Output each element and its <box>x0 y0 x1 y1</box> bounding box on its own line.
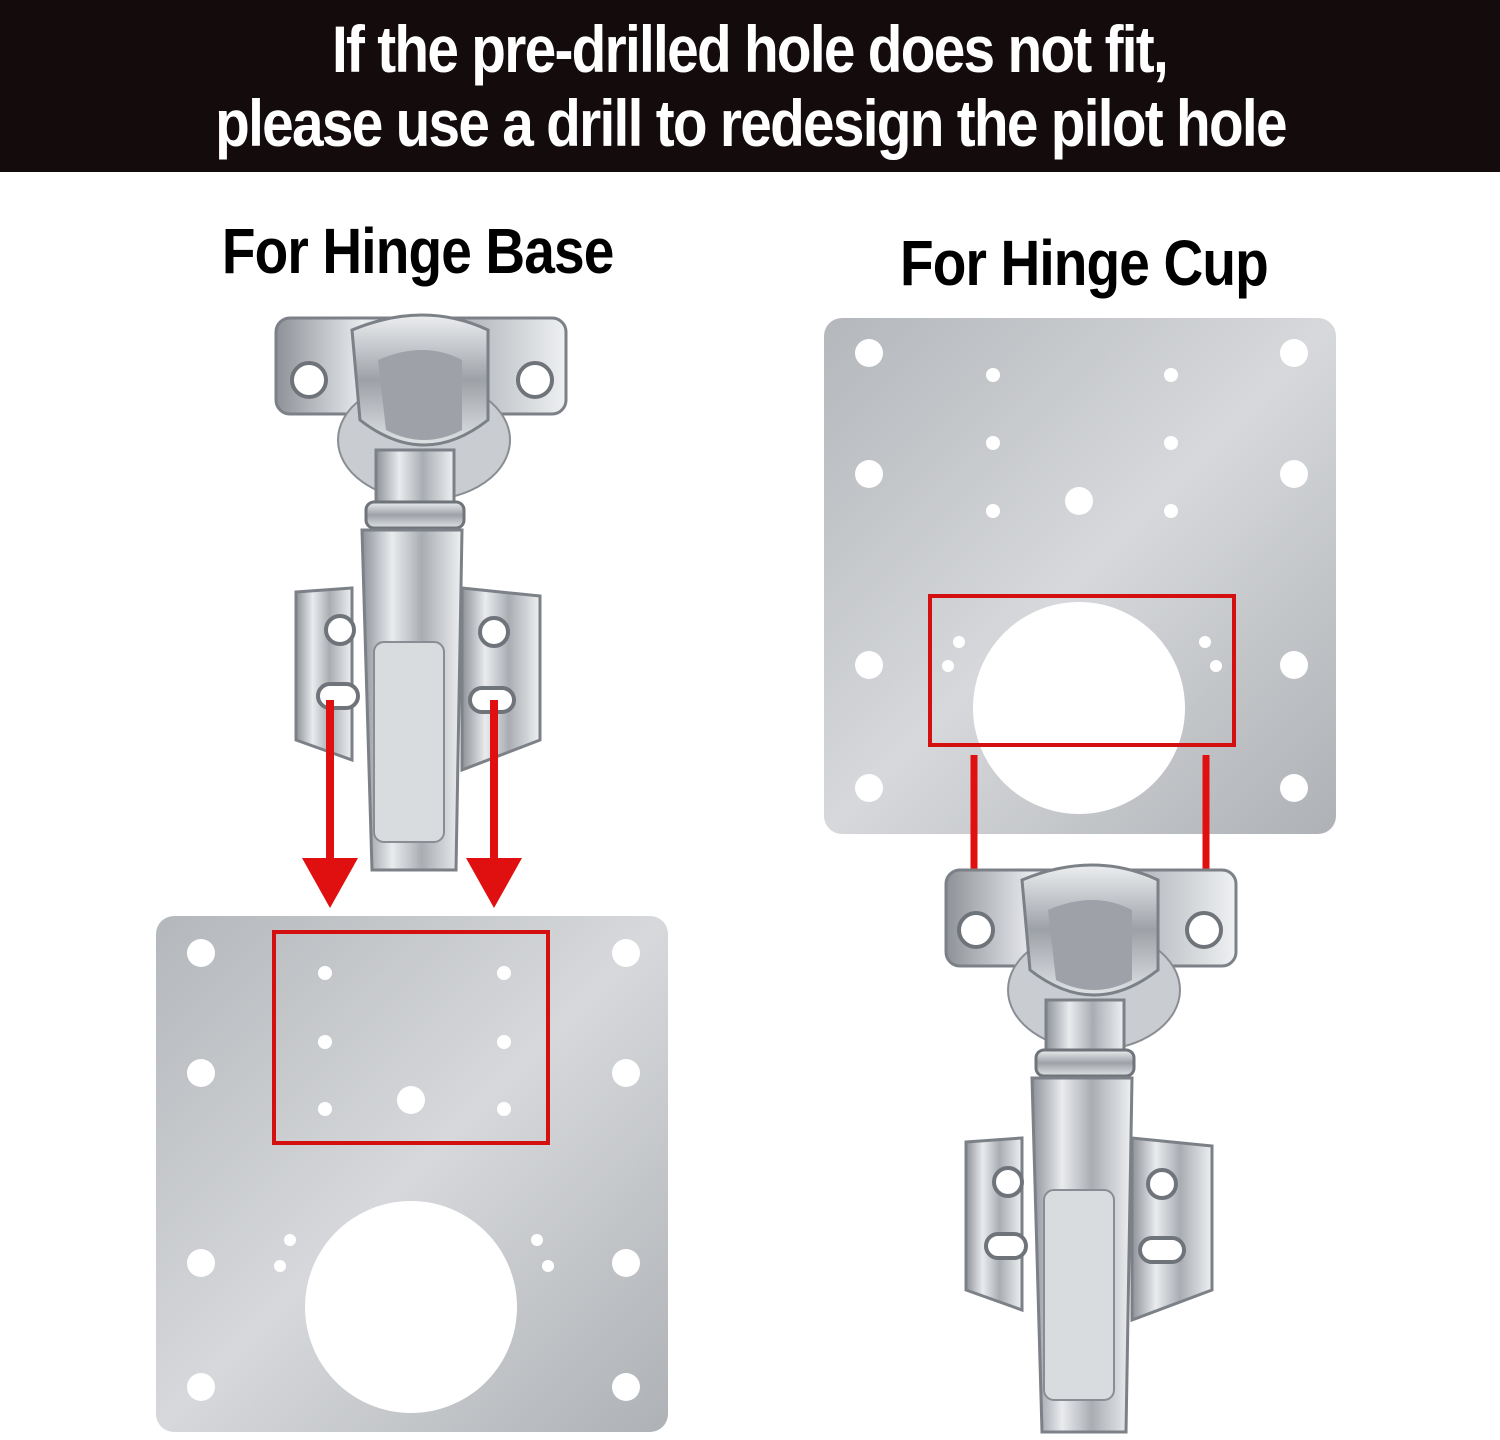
hinge-icon <box>274 313 568 872</box>
hinge-cup-heading: For Hinge Cup <box>899 227 1269 299</box>
instruction-banner: If the pre-drilled hole does not fit, pl… <box>0 0 1500 172</box>
highlight-box <box>928 594 1236 747</box>
highlight-box <box>272 930 550 1145</box>
hinge-icon <box>944 863 1238 1434</box>
arrow-down-icon <box>302 700 358 908</box>
hinge-base-heading: For Hinge Base <box>221 215 615 287</box>
banner-line-2: please use a drill to redesign the pilot… <box>214 86 1287 160</box>
mounting-plate-icon <box>156 916 668 1432</box>
mounting-plate-icon <box>824 318 1336 834</box>
arrow-down-icon <box>466 700 522 908</box>
banner-line-1: If the pre-drilled hole does not fit, <box>332 12 1169 86</box>
